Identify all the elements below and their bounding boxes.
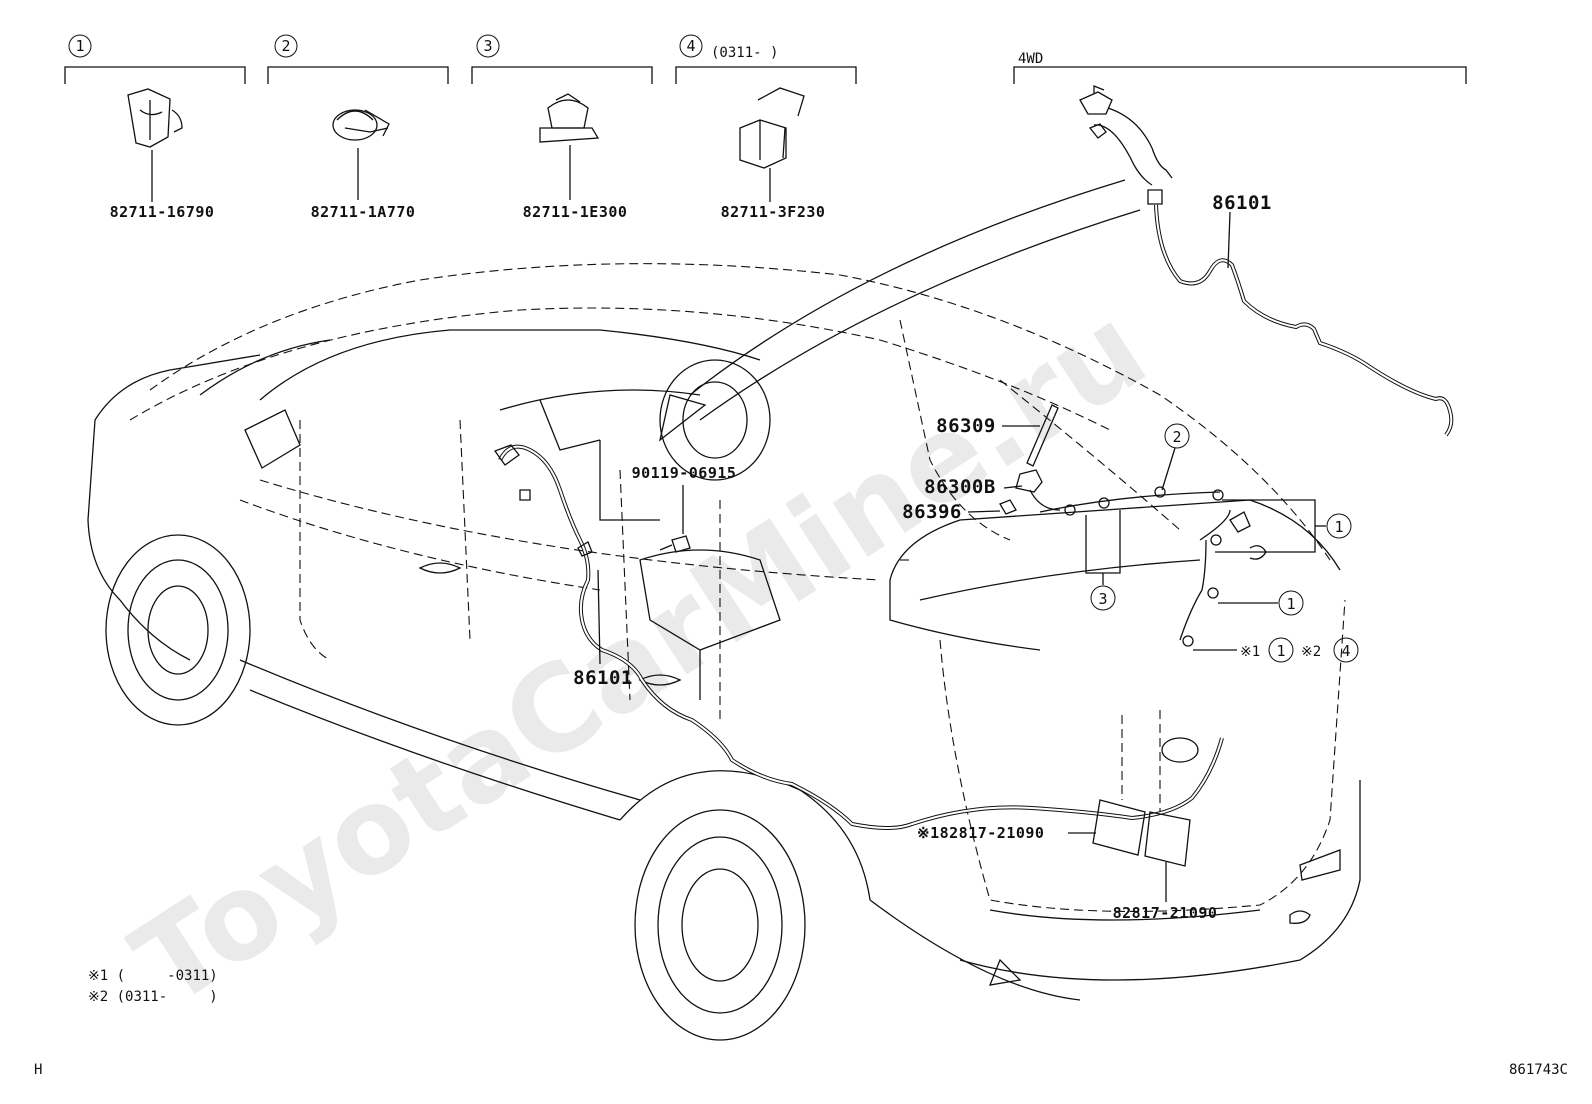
- callout-2-number: 2: [1172, 428, 1181, 446]
- sticker-1-part-number: ※182817-21090: [917, 824, 1044, 842]
- main-harness-leader: [597, 569, 601, 665]
- clip-legend-2: 2 82711-1A770: [267, 34, 449, 221]
- footnote-2: ※2 (0311- ): [88, 989, 218, 1005]
- callout-1-number: 1: [1334, 518, 1343, 536]
- sticker-drawings: [1092, 710, 1191, 867]
- callout-1b-number: 1: [1286, 595, 1295, 613]
- clip-4-number: 4: [686, 37, 695, 55]
- clip-1-number: 1: [75, 37, 84, 55]
- antenna-drawing: [999, 404, 1061, 515]
- bolt-drawing: [659, 535, 691, 553]
- clip-4-number-circle: [679, 34, 703, 58]
- clip-3-part-number: 82711-1E300: [523, 203, 628, 221]
- clip-4-icon: [739, 87, 805, 202]
- clip-2-bracket: [267, 66, 449, 84]
- callout-variant-clip: ※1 1 ※2 4: [1193, 637, 1359, 663]
- clip-3-icon: [539, 93, 600, 200]
- clip-1-bracket: [64, 66, 246, 84]
- location-arrow: [658, 179, 1141, 442]
- callout-2: 2: [1161, 423, 1190, 491]
- clip-4-part-number: 82711-3F230: [721, 203, 826, 221]
- antenna-base-leader: [1003, 485, 1023, 489]
- clip-1-part-number: 82711-16790: [110, 203, 215, 221]
- callout-note2-number: 4: [1341, 642, 1350, 660]
- sticker-2-part-number: 82817-21090: [1113, 904, 1218, 922]
- clip-2-icon: [332, 109, 390, 200]
- clip-3-number-circle: [476, 34, 500, 58]
- cap-leader: [967, 510, 1001, 513]
- callout-note2-mark: ※2: [1301, 644, 1321, 660]
- main-harness-drawing: [493, 444, 1267, 830]
- bolt-part-number: 90119-06915: [632, 464, 737, 482]
- callout-note1-number: 1: [1276, 642, 1285, 660]
- variant-4wd-block: 4WD 86101: [1013, 51, 1467, 437]
- clip-3-bracket: [471, 66, 653, 84]
- variant-label: 4WD: [1018, 51, 1043, 67]
- harness-4wd-drawing: [1079, 85, 1454, 437]
- harness-4wd-leader: [1227, 211, 1231, 269]
- clip-4-bracket: [675, 66, 857, 84]
- callout-1-lower: 1: [1218, 590, 1304, 616]
- clip-legend-1: 1 82711-16790: [64, 34, 246, 221]
- corner-label: H: [34, 1062, 42, 1078]
- clip-2-number-circle: [274, 34, 298, 58]
- clip-legend-4: 4 (0311- ) 82711-3F230: [675, 34, 857, 221]
- callout-3-bracket: 3: [1085, 510, 1121, 611]
- cap-part-number: 86396: [902, 501, 962, 523]
- callout-note1-mark: ※1: [1240, 644, 1260, 660]
- variant-bracket: [1013, 66, 1467, 84]
- vehicle-outline: [87, 263, 1361, 1041]
- antenna-base-part-number: 86300B: [924, 476, 996, 498]
- clip-3-number: 3: [483, 37, 492, 55]
- callout-1-bracket: 1: [1215, 499, 1352, 553]
- clip-4-date-note: (0311- ): [711, 45, 778, 61]
- clip-1-number-circle: [68, 34, 92, 58]
- clip-2-number: 2: [281, 37, 290, 55]
- harness-4wd-part-number: 86101: [1212, 192, 1272, 214]
- clip-2-part-number: 82711-1A770: [311, 203, 416, 221]
- diagram-code: 861743C: [1509, 1062, 1568, 1078]
- antenna-rod-part-number: 86309: [936, 415, 996, 437]
- clip-legend-3: 3 82711-1E300: [471, 34, 653, 221]
- callout-3-number: 3: [1098, 590, 1107, 608]
- clip-1-icon: [127, 88, 183, 202]
- footnote-1: ※1 ( -0311): [88, 968, 218, 984]
- main-harness-part-number: 86101: [573, 667, 633, 689]
